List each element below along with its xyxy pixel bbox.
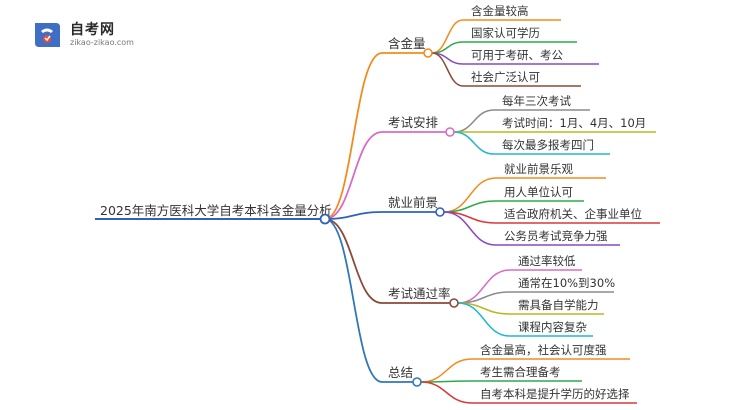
leaf-link bbox=[453, 109, 495, 133]
leaf-link bbox=[443, 211, 497, 246]
branch-label: 考试安排 bbox=[388, 115, 439, 130]
site-logo[interactable]: 自考网 zikao-zikao.com bbox=[32, 14, 150, 54]
leaf-label: 用人单位认可 bbox=[504, 185, 573, 199]
branch-node-circle[interactable] bbox=[423, 48, 433, 58]
leaf-label: 考试时间：1月、4月、10月 bbox=[502, 116, 646, 130]
branch-node-circle[interactable] bbox=[449, 298, 459, 308]
branch-node-circle[interactable] bbox=[412, 377, 422, 387]
logo-url: zikao-zikao.com bbox=[70, 38, 134, 47]
branch-node-circle[interactable] bbox=[435, 207, 445, 217]
leaf-label: 自考本科是提升学历的好选择 bbox=[480, 387, 630, 401]
leaf-label: 就业前景乐观 bbox=[504, 162, 573, 176]
leaf-label: 通常在10%到30% bbox=[518, 276, 615, 290]
leaf-link bbox=[453, 131, 495, 155]
branch-node-circle[interactable] bbox=[445, 127, 455, 137]
branch-link bbox=[324, 218, 383, 304]
branch-label: 考试通过率 bbox=[388, 286, 451, 301]
leaf-label: 考生需合理备考 bbox=[480, 365, 561, 379]
leaf-label: 每年三次考试 bbox=[502, 94, 571, 108]
leaf-label: 国家认可学历 bbox=[471, 26, 540, 40]
branch-link bbox=[324, 211, 383, 220]
mindmap-links bbox=[95, 19, 660, 404]
leaf-link bbox=[420, 358, 473, 383]
logo-name: 自考网 bbox=[70, 22, 115, 38]
leaf-label: 通过率较低 bbox=[518, 254, 576, 268]
leaf-label: 公务员考试竞争力强 bbox=[504, 229, 608, 243]
branch-link bbox=[324, 218, 383, 383]
leaf-label: 可用于考研、考公 bbox=[471, 48, 563, 62]
branch-link bbox=[324, 52, 383, 220]
branch-label: 就业前景 bbox=[388, 195, 438, 210]
leaf-label: 含金量较高 bbox=[471, 4, 529, 18]
root-topic: 2025年南方医科大学自考本科含金量分析 bbox=[100, 203, 332, 218]
branch-link bbox=[324, 131, 383, 220]
leaf-label: 需具备自学能力 bbox=[518, 298, 599, 312]
leaf-label: 每次最多报考四门 bbox=[502, 138, 594, 152]
leaf-label: 适合政府机关、企事业单位 bbox=[504, 207, 642, 221]
root-node-circle[interactable] bbox=[319, 213, 331, 225]
leaf-link bbox=[431, 52, 464, 87]
leaf-link bbox=[420, 381, 473, 404]
mindmap-nodes: 2025年南方医科大学自考本科含金量分析 含金量 含金量较高国家认可学历可用于考研、… bbox=[100, 4, 646, 401]
leaf-label: 社会广泛认可 bbox=[471, 70, 540, 84]
leaf-link bbox=[457, 302, 511, 337]
branch-label: 总结 bbox=[388, 365, 413, 380]
leaf-label: 含金量高，社会认可度强 bbox=[480, 343, 607, 357]
logo-badge-icon bbox=[35, 23, 60, 47]
branch-label: 含金量 bbox=[388, 36, 426, 51]
leaf-label: 课程内容复杂 bbox=[518, 320, 587, 334]
